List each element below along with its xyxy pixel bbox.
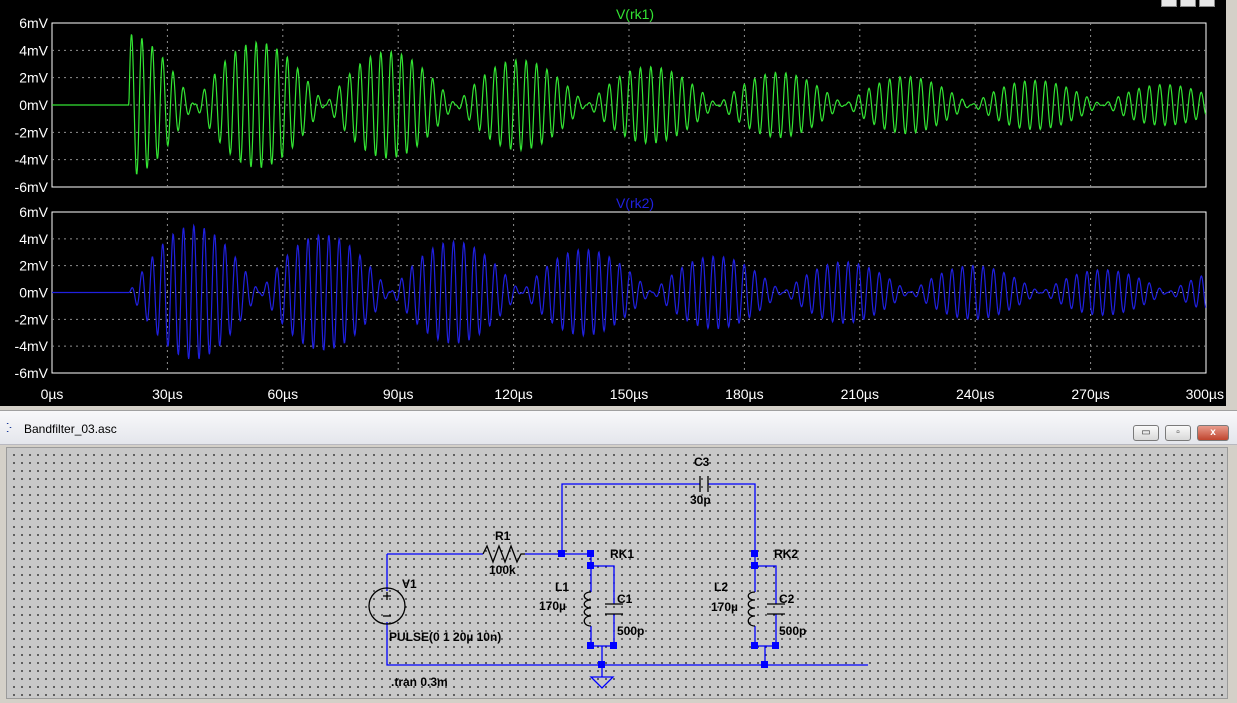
y-tick-label: 0mV bbox=[19, 97, 48, 113]
minimize-button-partial[interactable] bbox=[1161, 0, 1177, 7]
x-tick-label: 300µs bbox=[1186, 386, 1224, 402]
junction-dot bbox=[751, 562, 758, 569]
x-tick-label: 240µs bbox=[956, 386, 994, 402]
schematic-drawing[interactable]: R1 100k V1 PULSE(0 1 20µ 10n) L1 170µ C1… bbox=[7, 448, 1229, 700]
c3-ref: C3 bbox=[694, 455, 710, 469]
x-tick-label: 0µs bbox=[41, 386, 64, 402]
c1-value: 500p bbox=[617, 624, 644, 638]
y-tick-label: 0mV bbox=[19, 285, 48, 301]
c2-ref: C2 bbox=[779, 592, 795, 606]
schematic-window[interactable]: ⴾ Bandfilter_03.asc ▭ ▫ x bbox=[0, 410, 1237, 703]
l1-ref: L1 bbox=[555, 580, 569, 594]
v1-ref: V1 bbox=[402, 577, 417, 591]
junction-dot bbox=[587, 642, 594, 649]
wire[interactable] bbox=[591, 565, 615, 604]
junction-dot bbox=[598, 661, 605, 668]
restore-button[interactable]: ▫ bbox=[1165, 425, 1191, 441]
x-tick-label: 270µs bbox=[1071, 386, 1109, 402]
y-tick-label: -6mV bbox=[15, 365, 49, 381]
l2-ref: L2 bbox=[714, 580, 728, 594]
schematic-title: Bandfilter_03.asc bbox=[24, 422, 117, 436]
spice-directive[interactable]: .tran 0.3m bbox=[391, 675, 448, 689]
y-tick-label: -6mV bbox=[15, 179, 49, 195]
l1-value: 170µ bbox=[539, 599, 566, 613]
close-button-partial[interactable] bbox=[1199, 0, 1215, 7]
resistor-r1[interactable] bbox=[482, 544, 525, 564]
trace-label-1[interactable]: V(rk2) bbox=[616, 195, 654, 211]
schematic-canvas[interactable]: R1 100k V1 PULSE(0 1 20µ 10n) L1 170µ C1… bbox=[6, 447, 1228, 699]
minimize-button[interactable]: ▭ bbox=[1133, 425, 1159, 441]
junction-dot bbox=[751, 550, 758, 557]
wire[interactable] bbox=[561, 483, 700, 554]
r1-value: 100k bbox=[489, 563, 516, 577]
y-tick-label: 2mV bbox=[19, 70, 48, 86]
y-tick-label: -4mV bbox=[15, 338, 49, 354]
junction-dot bbox=[761, 661, 768, 668]
waveform-plot[interactable]: 6mV 4mV 2mV 0mV -2mV -4mV -6mV V(rk1) 6mV 4mV 2mV 0… bbox=[0, 0, 1237, 406]
source-plus-icon bbox=[383, 592, 391, 600]
ground-icon bbox=[589, 676, 615, 689]
junction-dot bbox=[772, 642, 779, 649]
wire[interactable] bbox=[755, 565, 777, 604]
junction-dot bbox=[587, 550, 594, 557]
y-tick-label: 2mV bbox=[19, 258, 48, 274]
inductor-l2[interactable] bbox=[747, 591, 756, 627]
wire[interactable] bbox=[386, 622, 868, 666]
capacitor-c1[interactable] bbox=[605, 603, 623, 615]
restore-button-partial[interactable] bbox=[1180, 0, 1196, 7]
r1-ref: R1 bbox=[495, 529, 511, 543]
capacitor-c3[interactable] bbox=[699, 476, 709, 492]
close-button[interactable]: x bbox=[1197, 425, 1229, 441]
x-tick-label: 30µs bbox=[152, 386, 183, 402]
y-tick-label: 6mV bbox=[19, 15, 48, 31]
ltspice-schematic-icon: ⴾ bbox=[6, 421, 12, 435]
y-tick-label: 4mV bbox=[19, 231, 48, 247]
voltage-source-v1[interactable] bbox=[368, 587, 406, 625]
c2-value: 500p bbox=[779, 624, 806, 638]
net-label-rk1[interactable]: RK1 bbox=[610, 547, 634, 561]
junction-dot bbox=[610, 642, 617, 649]
c3-value: 30p bbox=[690, 493, 711, 507]
capacitor-c2[interactable] bbox=[767, 603, 785, 615]
net-label-rk2[interactable]: RK2 bbox=[774, 547, 798, 561]
y-tick-label: -4mV bbox=[15, 152, 49, 168]
y-tick-label: -2mV bbox=[15, 124, 49, 140]
v1-value: PULSE(0 1 20µ 10n) bbox=[389, 630, 501, 644]
y-tick-label: 4mV bbox=[19, 42, 48, 58]
l2-value: 170µ bbox=[711, 600, 738, 614]
x-tick-label: 60µs bbox=[267, 386, 298, 402]
y-tick-label: 6mV bbox=[19, 204, 48, 220]
trace-label-0[interactable]: V(rk1) bbox=[616, 6, 654, 22]
c1-ref: C1 bbox=[617, 592, 633, 606]
inductor-l1[interactable] bbox=[583, 591, 592, 627]
junction-dot bbox=[587, 562, 594, 569]
schematic-titlebar[interactable]: ⴾ Bandfilter_03.asc ▭ ▫ x bbox=[0, 411, 1237, 445]
x-tick-label: 210µs bbox=[841, 386, 879, 402]
x-tick-label: 150µs bbox=[610, 386, 648, 402]
x-tick-label: 180µs bbox=[725, 386, 763, 402]
junction-dot bbox=[558, 550, 565, 557]
junction-dot bbox=[751, 642, 758, 649]
x-tick-label: 90µs bbox=[383, 386, 414, 402]
window-border bbox=[1226, 0, 1237, 406]
waveform-trace-1 bbox=[52, 223, 1207, 360]
x-tick-label: 120µs bbox=[494, 386, 532, 402]
waveform-trace-0 bbox=[52, 34, 1207, 175]
waveform-window[interactable]: 6mV 4mV 2mV 0mV -2mV -4mV -6mV V(rk1) 6mV 4mV 2mV 0… bbox=[0, 0, 1237, 406]
y-tick-label: -2mV bbox=[15, 311, 49, 327]
wire[interactable] bbox=[708, 483, 756, 554]
